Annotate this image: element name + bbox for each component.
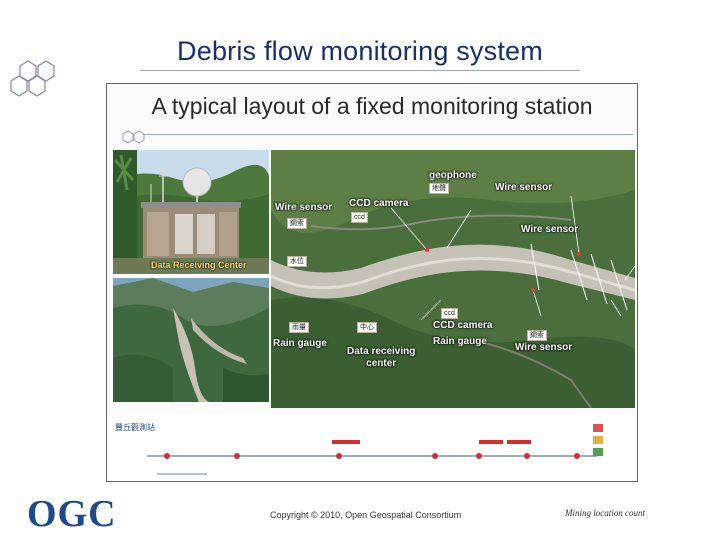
wire-sensor-mid-right-label: Wire sensor	[521, 224, 579, 235]
hexagon-small-icon	[122, 130, 145, 144]
title-underline	[140, 70, 580, 71]
water-level-tag: 水位	[287, 256, 307, 267]
ccd-camera-top-label: CCD camera	[349, 198, 409, 209]
geophone-tag: 地聲	[429, 183, 449, 194]
copyright-text: Copyright © 2010, Open Geospatial Consor…	[270, 510, 462, 520]
rain-gauge-bottom-label: Rain gauge	[433, 336, 487, 347]
debris-valley-photo	[113, 278, 269, 402]
rain-gauge-left-tag: 雨量	[289, 322, 309, 333]
data-center-tag: 中心	[357, 322, 377, 333]
wire-sensor-bottom-tag: 鋼索	[527, 330, 547, 341]
timeline-title: 豐丘觀測站	[115, 423, 155, 432]
data-receiving-center-photo	[113, 150, 269, 274]
aerial-station-map	[271, 150, 635, 408]
ogc-logo: OGC	[27, 493, 117, 535]
wire-sensor-bottom-right-label: Wire sensor	[515, 342, 573, 353]
figure-title: A typical layout of a fixed monitoring s…	[151, 93, 593, 119]
wire-sensor-top-right-label: Wire sensor	[495, 182, 553, 193]
slide-title: Debris flow monitoring system	[177, 36, 543, 66]
ccd-camera-bottom-label: CCD camera	[433, 320, 493, 331]
monitoring-station-figure: A typical layout of a fixed monitoring s…	[106, 83, 638, 482]
wire-sensor-left-tag: 鋼索	[287, 218, 307, 229]
station-layout-timeline	[107, 414, 637, 481]
ccd-camera-top-tag: ccd	[351, 212, 368, 223]
wire-sensor-left-label: Wire sensor	[275, 202, 333, 213]
figure-title-rule	[143, 134, 633, 135]
site-photo-label: Data Receiving Center	[151, 260, 247, 270]
geophone-label: geophone	[429, 170, 477, 181]
footnote-text: Mining location count	[565, 508, 645, 518]
rain-gauge-left-label: Rain gauge	[273, 338, 327, 349]
ccd-camera-bottom-tag: ccd	[441, 308, 458, 319]
data-receiving-center-label: Data receiving center	[347, 346, 416, 369]
hexagon-decoration-icon	[10, 60, 55, 97]
